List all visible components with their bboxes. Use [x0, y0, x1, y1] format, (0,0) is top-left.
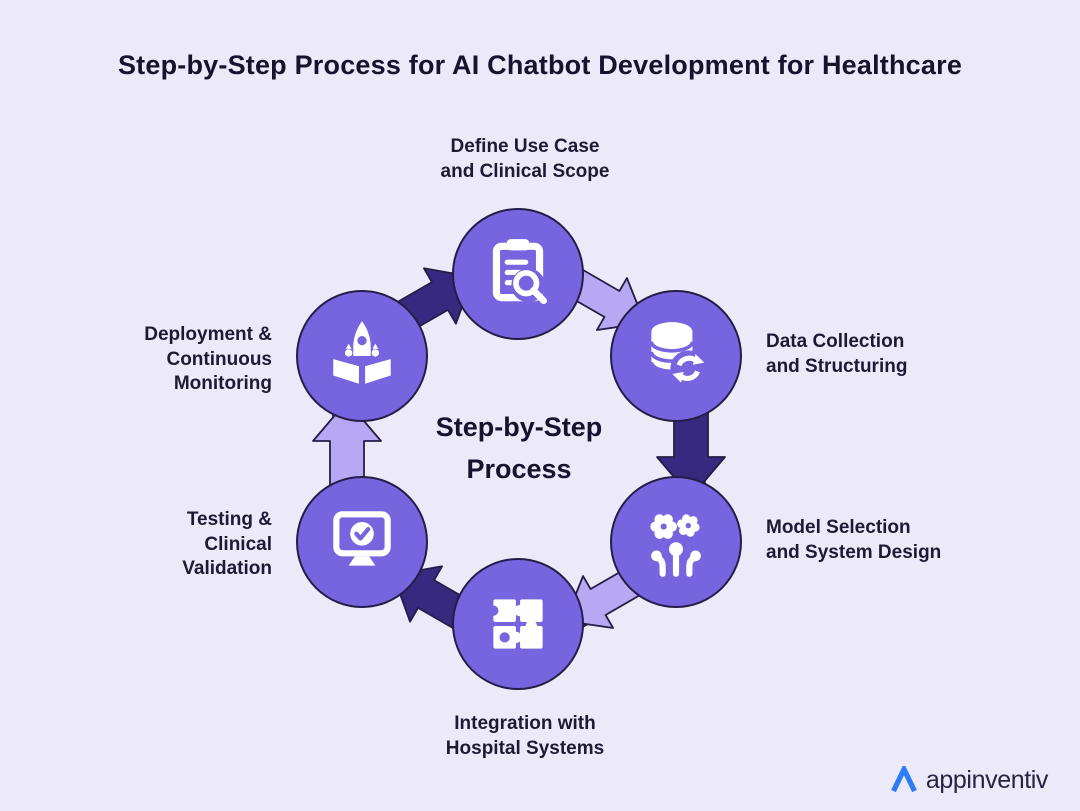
appinventiv-logo: appinventiv	[889, 766, 1048, 795]
step-circle-deployment	[296, 290, 428, 422]
rocket-launch-icon	[333, 321, 391, 384]
step-circle-define-use-case	[452, 208, 584, 340]
clipboard-search-icon	[492, 239, 547, 305]
step-circle-model-selection	[610, 476, 742, 608]
puzzle-icon	[488, 599, 543, 649]
step-label-testing: Testing & Clinical Validation	[182, 509, 272, 579]
step-label-data-collection: Data Collection and Structuring	[766, 331, 908, 377]
step-label-integration: Integration with Hospital Systems	[445, 713, 605, 759]
step-circle-testing	[296, 476, 428, 608]
step-label-define-use-case: Define Use Case and Clinical Scope	[440, 136, 610, 182]
database-sync-icon	[649, 322, 707, 387]
monitor-check-icon	[333, 511, 391, 566]
model-gears-icon	[650, 514, 701, 577]
step-label-model-selection: Model Selection and System Design	[766, 517, 942, 563]
step-circle-integration	[452, 558, 584, 690]
step-circle-data-collection	[610, 290, 742, 422]
page-title: Step-by-Step Process for AI Chatbot Deve…	[117, 50, 963, 80]
center-caption: Step-by-Step Process	[435, 412, 603, 484]
logo-text: appinventiv	[925, 766, 1048, 794]
step-label-deployment: Deployment & Continuous Monitoring	[144, 324, 272, 394]
appinventiv-logo-icon	[891, 766, 917, 793]
